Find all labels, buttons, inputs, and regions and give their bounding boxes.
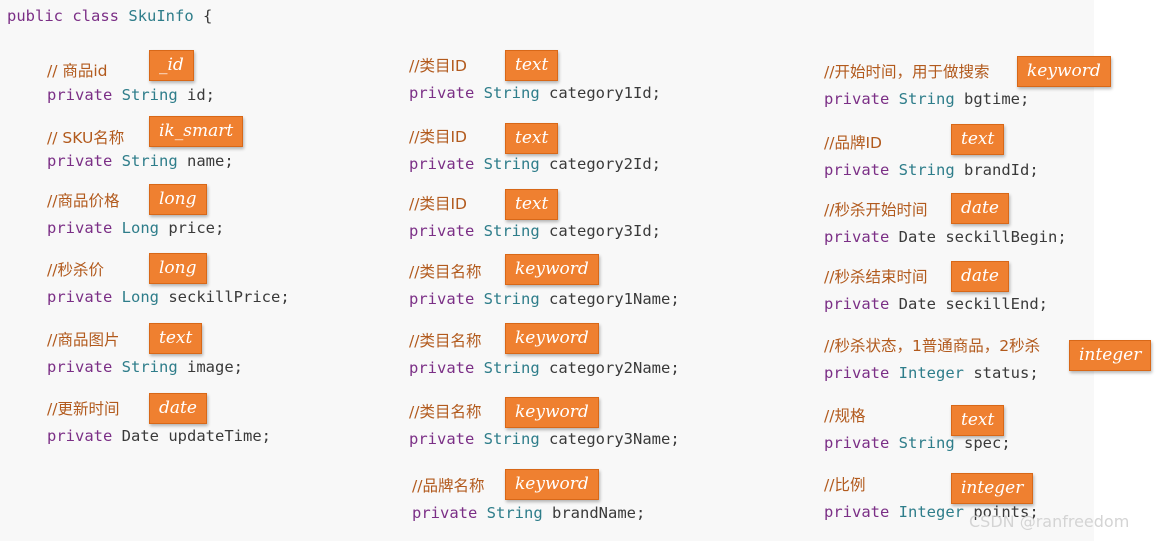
comment-points: //比例 (824, 476, 866, 494)
field-category1-name: private String category1Name; (409, 290, 680, 308)
comment-category1-name: //类目名称 (409, 263, 482, 281)
field-brand-name: private String brandName; (412, 504, 646, 522)
type-tag-category2-name: keyword (505, 323, 599, 354)
type-tag-spec: text (951, 405, 1005, 436)
type-tag-brand-id: text (951, 124, 1005, 155)
type-tag-category1-name: keyword (505, 254, 599, 285)
comment-bgtime: //开始时间，用于做搜索 (824, 63, 990, 81)
field-name: private String name; (47, 152, 234, 170)
comment-name: // SKU名称 (47, 129, 125, 147)
type-tag-category1-id: text (505, 50, 559, 81)
comment-status: //秒杀状态，1普通商品，2秒杀 (824, 337, 1041, 355)
type-tag-image: text (149, 323, 203, 354)
field-category2-id: private String category2Id; (409, 155, 661, 173)
type-tag-category3-id: text (505, 189, 559, 220)
field-price: private Long price; (47, 219, 225, 237)
comment-seckill-end: //秒杀结束时间 (824, 268, 928, 286)
comment-category2-id: //类目ID (409, 128, 467, 146)
type-tag-id: _id (149, 50, 194, 81)
comment-id: // 商品id (47, 62, 108, 80)
comment-category3-name: //类目名称 (409, 403, 482, 421)
field-category2-name: private String category2Name; (409, 359, 680, 377)
comment-seckill-begin: //秒杀开始时间 (824, 201, 928, 219)
field-seckill-end: private Date seckillEnd; (824, 295, 1048, 313)
type-tag-seckill-end: date (951, 261, 1009, 292)
field-seckill-price: private Long seckillPrice; (47, 288, 290, 306)
comment-category1-id: //类目ID (409, 57, 467, 75)
type-tag-price: long (149, 184, 207, 215)
keyword-class: class (72, 7, 120, 25)
type-tag-name: ik_smart (149, 116, 244, 147)
field-image: private String image; (47, 358, 244, 376)
type-tag-seckill-price: long (149, 253, 207, 284)
open-brace: { (203, 7, 213, 25)
comment-brand-name: //品牌名称 (412, 477, 485, 495)
comment-category2-name: //类目名称 (409, 332, 482, 350)
keyword-public: public (7, 7, 63, 25)
comment-price: //商品价格 (47, 192, 120, 210)
field-points: private Integer points; (824, 503, 1039, 521)
comment-category3-id: //类目ID (409, 195, 467, 213)
class-declaration: public class SkuInfo { (7, 6, 212, 26)
type-tag-category2-id: text (505, 123, 559, 154)
comment-seckill-price: //秒杀价 (47, 261, 104, 279)
field-status: private Integer status; (824, 364, 1039, 382)
field-bgtime: private String bgtime; (824, 90, 1030, 108)
field-category3-name: private String category3Name; (409, 430, 680, 448)
comment-spec: //规格 (824, 407, 866, 425)
type-tag-bgtime: keyword (1017, 56, 1111, 87)
field-id: private String id; (47, 86, 216, 104)
field-update-time: private Date updateTime; (47, 427, 271, 445)
class-name: SkuInfo (128, 7, 194, 25)
field-category3-id: private String category3Id; (409, 222, 661, 240)
field-seckill-begin: private Date seckillBegin; (824, 228, 1067, 246)
field-brand-id: private String brandId; (824, 161, 1039, 179)
csdn-watermark: CSDN @ranfreedom (969, 512, 1130, 531)
type-tag-brand-name: keyword (505, 469, 599, 500)
code-panel: public class SkuInfo { // 商品id private S… (7, 6, 1152, 522)
field-category1-id: private String category1Id; (409, 84, 661, 102)
type-tag-seckill-begin: date (951, 193, 1009, 224)
field-spec: private String spec; (824, 434, 1011, 452)
type-tag-points: integer (951, 473, 1034, 504)
comment-update-time: //更新时间 (47, 400, 120, 418)
comment-brand-id: //品牌ID (824, 134, 882, 152)
comment-image: //商品图片 (47, 331, 120, 349)
type-tag-status: integer (1069, 340, 1152, 371)
type-tag-update-time: date (149, 393, 207, 424)
type-tag-category3-name: keyword (505, 397, 599, 428)
